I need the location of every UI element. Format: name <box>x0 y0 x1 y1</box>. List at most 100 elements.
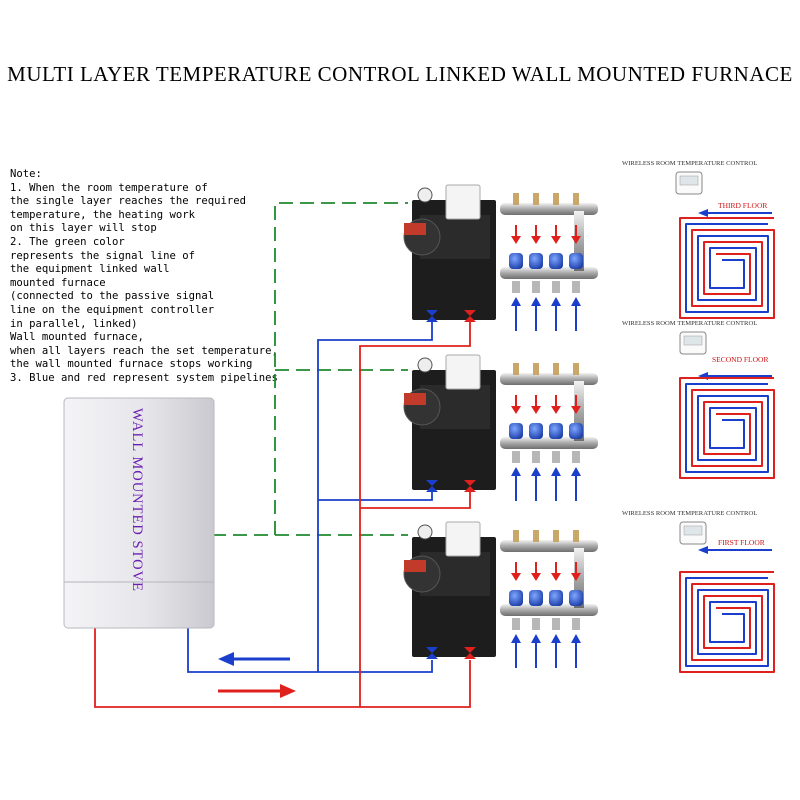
valve-knob <box>549 423 563 439</box>
valve-stem <box>553 530 559 542</box>
supply-manifold-bar <box>500 540 598 552</box>
floor-label: THIRD FLOOR <box>718 201 767 210</box>
note-line: the single layer reaches the required <box>10 195 246 208</box>
fitting <box>572 281 580 293</box>
note-line: 2. The green color <box>10 235 125 248</box>
supply-arrow-head <box>531 573 541 581</box>
note-line: Wall mounted furnace, <box>10 331 144 344</box>
fitting <box>512 618 520 630</box>
manifold-unit <box>403 521 598 668</box>
return-arrow-head <box>551 297 561 306</box>
valve-stem <box>533 530 539 542</box>
diagram-title: MULTI LAYER TEMPERATURE CONTROL LINKED W… <box>7 62 793 86</box>
thermostat-screen <box>679 175 699 186</box>
return-arrow-head <box>551 467 561 476</box>
supply-arrow-head <box>551 573 561 581</box>
bypass-pipe <box>574 548 584 608</box>
valve-knob <box>549 590 563 606</box>
valve-knob <box>509 423 523 439</box>
bypass-pipe <box>574 211 584 271</box>
controller-box <box>445 354 481 390</box>
valve-knob <box>529 253 543 269</box>
fitting <box>572 618 580 630</box>
note-line: represents the signal line of <box>10 249 195 262</box>
valve-stem <box>533 363 539 375</box>
return-arrow-head <box>571 297 581 306</box>
floor-panels: WIRELESS ROOM TEMPERATURE CONTROL THIRD F… <box>622 160 775 673</box>
return-arrow-head <box>511 634 521 643</box>
note-line: (connected to the passive signal <box>10 290 215 303</box>
valve-knob <box>569 423 583 439</box>
fitting <box>512 451 520 463</box>
supply-arrow-head <box>551 406 561 414</box>
floor-panel: WIRELESS ROOM TEMPERATURE CONTROL SECOND … <box>622 320 775 479</box>
ball-valve-icon <box>426 480 438 486</box>
supply-arrow-head <box>511 236 521 244</box>
note-line: the wall mounted furnace stops working <box>10 358 253 371</box>
supply-arrow-head <box>571 406 581 414</box>
ball-valve-icon <box>464 310 476 316</box>
controller-box <box>445 521 481 557</box>
fitting <box>532 451 540 463</box>
return-arrow-head <box>511 467 521 476</box>
supply-arrow-head <box>551 236 561 244</box>
fitting <box>572 451 580 463</box>
manifold-units <box>403 184 598 668</box>
return-pipes <box>187 318 433 673</box>
pump-badge <box>404 560 426 572</box>
valve-knob <box>509 253 523 269</box>
note-line: Note: <box>10 168 42 180</box>
valve-stem <box>513 193 519 205</box>
pump-badge <box>404 393 426 405</box>
valve-stem <box>553 193 559 205</box>
return-arrow-head <box>571 467 581 476</box>
valve-knob <box>569 590 583 606</box>
note-line: when all layers reach the set temperatur… <box>10 344 278 357</box>
bypass-pipe <box>574 381 584 441</box>
return-arrow-head <box>551 634 561 643</box>
supply-arrow-head <box>511 573 521 581</box>
floor-arrow-head <box>698 209 708 217</box>
manifold-unit <box>403 354 598 501</box>
valve-stem <box>513 363 519 375</box>
ball-valve-icon <box>464 316 476 322</box>
valve-knob <box>569 253 583 269</box>
fitting <box>552 281 560 293</box>
ball-valve-icon <box>464 486 476 492</box>
ball-valve-icon <box>426 310 438 316</box>
controller-label: WIRELESS ROOM TEMPERATURE CONTROL <box>622 510 757 517</box>
note-line: the equipment linked wall <box>10 263 170 276</box>
return-arrow-head <box>531 467 541 476</box>
floor-label: SECOND FLOOR <box>712 355 768 364</box>
return-arrow-head <box>531 297 541 306</box>
thermostat-screen <box>683 525 703 536</box>
return-arrow-head <box>511 297 521 306</box>
ball-valve-icon <box>464 480 476 486</box>
supply-arrow-head <box>571 573 581 581</box>
valve-stem <box>573 193 579 205</box>
fitting <box>532 618 540 630</box>
fitting <box>552 451 560 463</box>
supply-manifold-bar <box>500 373 598 385</box>
return-flow-arrow <box>218 652 290 666</box>
ball-valve-icon <box>426 647 438 653</box>
ball-valve-icon <box>426 486 438 492</box>
thermostat-screen <box>683 335 703 346</box>
ball-valve-icon <box>426 653 438 659</box>
floor-arrow-head <box>698 546 708 554</box>
controller-label: WIRELESS ROOM TEMPERATURE CONTROL <box>622 320 757 327</box>
ball-valve-icon <box>426 316 438 322</box>
notes-block: Note: 1. When the room temperature of th… <box>10 168 278 386</box>
return-manifold-bar <box>500 267 598 279</box>
note-line: 3. Blue and red represent system pipelin… <box>10 371 278 384</box>
supply-arrow-head <box>571 236 581 244</box>
fitting <box>532 281 540 293</box>
heating-coil-blue <box>685 577 769 667</box>
valve-knob <box>529 590 543 606</box>
heating-coil-red <box>679 571 775 673</box>
supply-manifold-bar <box>500 203 598 215</box>
valve-knob <box>509 590 523 606</box>
gauge-icon <box>417 357 433 373</box>
